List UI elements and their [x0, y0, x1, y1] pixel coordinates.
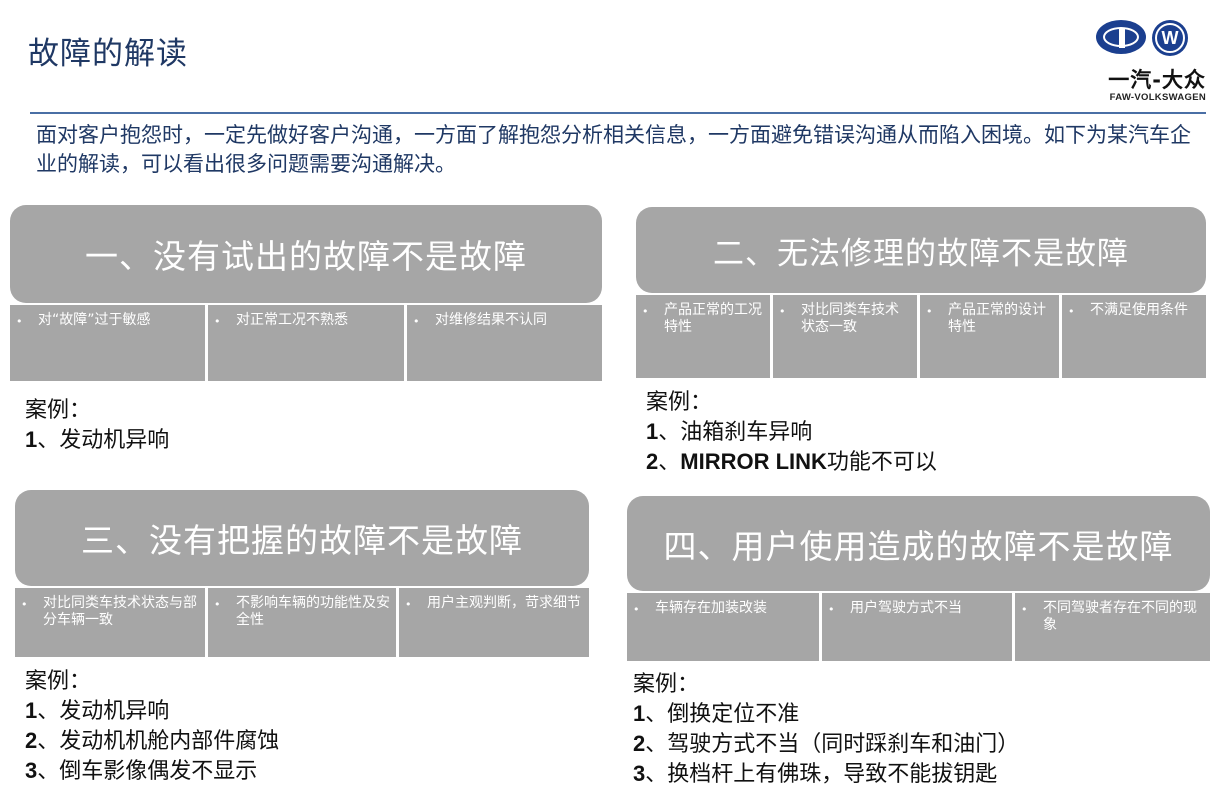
bullet-icon: •	[214, 315, 221, 328]
section-2: 二、无法修理的故障不是故障 •产品正常的工况特性 •对比同类车技术状态一致 •产…	[636, 207, 1206, 378]
section-1-cases: 案例： 1、发动机异响	[25, 396, 169, 455]
bullet-icon: •	[21, 598, 28, 611]
section-heading: 三、没有把握的故障不是故障	[15, 490, 589, 586]
point-cell: •对比同类车技术状态一致	[773, 295, 917, 378]
case-item: 2、驾驶方式不当（同时踩刹车和油门）	[633, 731, 1020, 757]
point-cell: •不同驾驶者存在不同的现象	[1015, 593, 1210, 661]
vw-emblem-icon: W	[1152, 20, 1188, 56]
bullet-icon: •	[779, 305, 786, 318]
bullet-icon: •	[214, 598, 221, 611]
point-cell: •不影响车辆的功能性及安全性	[208, 588, 396, 657]
bullet-icon: •	[405, 598, 412, 611]
case-item: 2、发动机机舱内部件腐蚀	[25, 728, 280, 754]
bullet-icon: •	[828, 603, 835, 616]
point-cell: •对正常工况不熟悉	[208, 305, 404, 381]
case-item: 3、倒车影像偶发不显示	[25, 758, 258, 784]
cases-label: 案例：	[646, 390, 713, 415]
section-2-cases: 案例： 1、油箱刹车异响 2、MIRROR LINK功能不可以	[646, 388, 937, 477]
point-cell: •对比同类车技术状态与部分车辆一致	[15, 588, 205, 657]
case-item: 1、油箱刹车异响	[646, 419, 813, 445]
point-cell: •车辆存在加装改装	[627, 593, 819, 661]
point-cell: •用户驾驶方式不当	[822, 593, 1012, 661]
point-cell: •不满足使用条件	[1062, 295, 1206, 378]
faw-volkswagen-logo: W 一汽-大众 FAW-VOLKSWAGEN	[1066, 20, 1206, 106]
point-cell: •对“故障”过于敏感	[10, 305, 205, 381]
bullet-icon: •	[926, 305, 933, 318]
title-divider	[30, 112, 1206, 114]
intro-paragraph: 面对客户抱怨时，一定先做好客户沟通，一方面了解抱怨分析相关信息，一方面避免错误沟…	[36, 123, 1191, 176]
point-cell: •产品正常的工况特性	[636, 295, 770, 378]
cases-label: 案例：	[633, 672, 700, 697]
case-item: 2、MIRROR LINK功能不可以	[646, 449, 937, 475]
faw-emblem-icon	[1096, 20, 1146, 54]
point-cell: •用户主观判断，苛求细节	[399, 588, 589, 657]
bullet-icon: •	[633, 603, 640, 616]
section-heading: 二、无法修理的故障不是故障	[636, 207, 1206, 293]
section-4-cases: 案例： 1、倒换定位不准 2、驾驶方式不当（同时踩刹车和油门） 3、换档杆上有佛…	[633, 670, 1019, 789]
point-cell: •产品正常的设计特性	[920, 295, 1059, 378]
cases-label: 案例：	[25, 398, 92, 423]
section-4: 四、用户使用造成的故障不是故障 •车辆存在加装改装 •用户驾驶方式不当 •不同驾…	[627, 496, 1210, 661]
logo-brand-cn: 一汽-大众	[1108, 68, 1206, 92]
cases-label: 案例：	[25, 669, 92, 694]
section-heading: 四、用户使用造成的故障不是故障	[627, 496, 1210, 591]
section-points: •产品正常的工况特性 •对比同类车技术状态一致 •产品正常的设计特性 •不满足使…	[636, 295, 1206, 378]
bullet-icon: •	[1021, 603, 1028, 616]
logo-brand-en: FAW-VOLKSWAGEN	[1109, 92, 1206, 103]
bullet-icon: •	[642, 305, 649, 318]
bullet-icon: •	[1068, 305, 1075, 318]
case-item: 3、换档杆上有佛珠，导致不能拔钥匙	[633, 761, 998, 787]
section-3: 三、没有把握的故障不是故障 •对比同类车技术状态与部分车辆一致 •不影响车辆的功…	[15, 490, 589, 657]
section-points: •对“故障”过于敏感 •对正常工况不熟悉 •对维修结果不认同	[10, 305, 602, 381]
logo-emblems: W	[1096, 20, 1188, 56]
case-item: 1、倒换定位不准	[633, 701, 800, 727]
page-title: 故障的解读	[28, 36, 188, 72]
section-3-cases: 案例： 1、发动机异响 2、发动机机舱内部件腐蚀 3、倒车影像偶发不显示	[25, 667, 279, 786]
section-points: •车辆存在加装改装 •用户驾驶方式不当 •不同驾驶者存在不同的现象	[627, 593, 1210, 661]
bullet-icon: •	[413, 315, 420, 328]
section-heading: 一、没有试出的故障不是故障	[10, 205, 602, 303]
section-points: •对比同类车技术状态与部分车辆一致 •不影响车辆的功能性及安全性 •用户主观判断…	[15, 588, 589, 657]
bullet-icon: •	[16, 315, 23, 328]
section-1: 一、没有试出的故障不是故障 •对“故障”过于敏感 •对正常工况不熟悉 •对维修结…	[10, 205, 602, 381]
vw-glyph: W	[1161, 27, 1179, 48]
point-cell: •对维修结果不认同	[407, 305, 602, 381]
case-item: 1、发动机异响	[25, 698, 170, 724]
case-item: 1、发动机异响	[25, 427, 170, 453]
